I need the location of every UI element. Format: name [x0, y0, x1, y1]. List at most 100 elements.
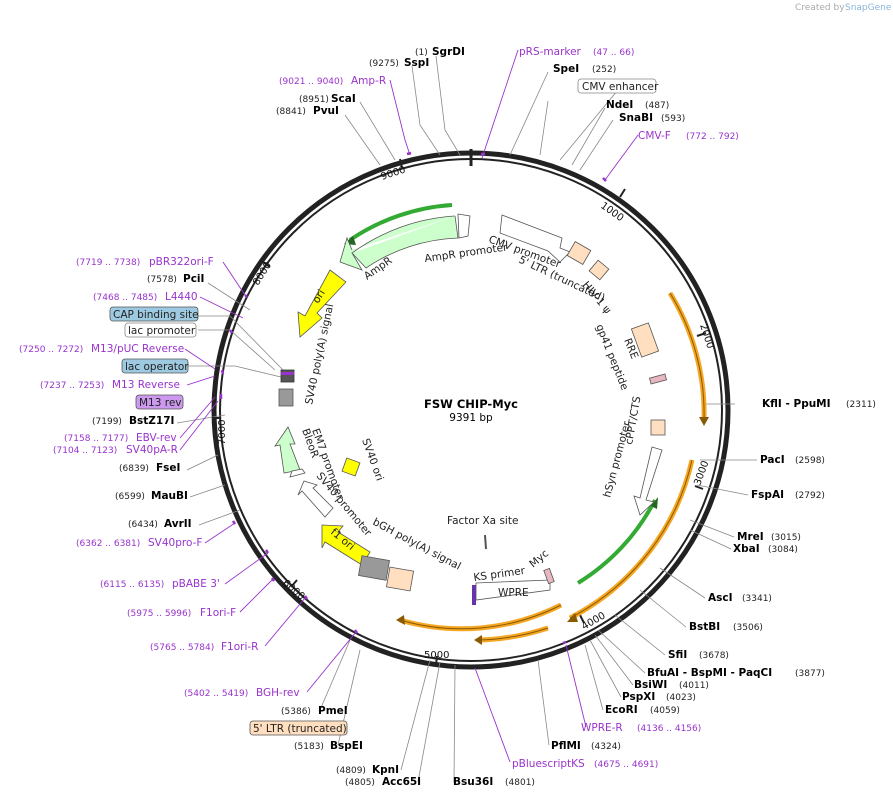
primer-pos: (7158 .. 7177) — [64, 434, 128, 444]
enzyme-name: BfuAI - BspMI - PaqCI — [647, 667, 772, 679]
enzyme-name: SspI — [404, 57, 429, 69]
primer-pos: (772 .. 792) — [686, 132, 739, 142]
primer-name: SV40pro-F — [148, 537, 202, 549]
primer-name: CMV-F — [638, 130, 671, 142]
enzyme-pos: (4023) — [666, 693, 696, 703]
enzyme-name: PspXI — [622, 691, 655, 703]
tick-3000: 3000 — [692, 459, 711, 487]
gp41-box — [649, 373, 667, 385]
enzyme-name: BstBI — [689, 621, 720, 633]
primer-name: pRS-marker — [519, 46, 582, 58]
enzyme-pos: (6599) — [115, 492, 145, 502]
enzyme-pos: (9275) — [369, 59, 399, 69]
primer-name: pBluescriptKS — [512, 758, 585, 770]
ltr-box — [566, 241, 592, 265]
primer-name: EBV-rev — [136, 432, 177, 444]
sv40-promoter-arrow — [297, 480, 334, 518]
enzyme-pos: (252) — [592, 65, 616, 75]
leader-lines — [176, 55, 757, 784]
primer-pos: (47 .. 66) — [593, 48, 634, 58]
ltr3-box — [385, 566, 415, 592]
enzyme-pos: (4809) — [336, 766, 366, 776]
primer-name: WPRE-R — [581, 722, 623, 734]
enzyme-pos: (8951) — [299, 95, 329, 105]
enzyme-name: KpnI — [372, 764, 399, 776]
enzyme-name: PciI — [183, 273, 204, 285]
label-factorxa: Factor Xa site — [447, 515, 518, 527]
enzyme-pos: (3015) — [771, 533, 801, 543]
green-arcs — [344, 203, 658, 585]
enzyme-pos: (4324) — [591, 742, 621, 752]
ampr-promoter-arrow — [457, 213, 471, 239]
enzyme-name: EcoRI — [605, 704, 638, 716]
position-ticks — [212, 158, 707, 666]
label-hiv: HIV-1 ψ — [580, 279, 614, 316]
enzyme-pos: (6839) — [119, 464, 149, 474]
label-hsyn: hSyn promoter — [601, 419, 633, 498]
label-gp41: gp41 peptide — [593, 323, 630, 392]
rre-box — [630, 322, 660, 358]
enzyme-pos: (4011) — [679, 681, 709, 691]
enzyme-pos: (3341) — [742, 594, 772, 604]
primer-pos: (5975 .. 5996) — [127, 609, 191, 619]
label-myc: Myc — [527, 547, 551, 570]
enzyme-name: PflMI — [551, 740, 581, 752]
enzyme-labels: (1) SgrDI (9275) SspI SpeI (252) NdeI (4… — [92, 46, 876, 788]
sv40-ori-box — [341, 457, 361, 477]
enzyme-name: SgrDI — [432, 46, 465, 58]
primer-name: M13/pUC Reverse — [91, 343, 184, 355]
enzyme-name: KflI - PpuMI — [762, 398, 831, 410]
primer-marks — [219, 151, 607, 645]
enzyme-name: AvrII — [164, 518, 192, 530]
enzyme-pos: (2598) — [795, 456, 825, 466]
label-cap: CAP binding site — [113, 309, 199, 321]
enzyme-name: MauBI — [151, 490, 188, 502]
enzyme-name: BspEI — [330, 740, 363, 752]
tick-7000: 7000 — [217, 420, 228, 445]
myc-box — [543, 567, 555, 585]
enzyme-pos: (8841) — [276, 107, 306, 117]
outer-feature-arcs — [396, 291, 709, 645]
ampr-arrow-body — [351, 215, 459, 269]
enzyme-pos: (3084) — [768, 545, 798, 555]
label-ltr-truncated: 5' LTR (truncated) — [253, 723, 347, 735]
bleor-arrow — [274, 426, 301, 474]
label-m13rev: M13 rev — [139, 397, 182, 409]
enzyme-name: SnaBI — [619, 112, 653, 124]
primer-name: L4440 — [165, 291, 198, 303]
primer-name: Amp-R — [351, 75, 386, 87]
enzyme-pos: (5183) — [294, 742, 324, 752]
enzyme-name: FseI — [156, 462, 180, 474]
credit-text: Created by — [795, 3, 845, 13]
enzyme-name: AscI — [708, 592, 733, 604]
enzyme-name: MreI — [737, 531, 764, 543]
primer-labels: pRS-marker (47 .. 66) (9021 .. 9040) Amp… — [19, 46, 739, 770]
sv40-polya-box — [278, 388, 294, 407]
label-wpre: WPRE — [498, 587, 529, 599]
primer-pos: (9021 .. 9040) — [279, 77, 343, 87]
primer-name: M13 Reverse — [112, 379, 180, 391]
enzyme-name: XbaI — [733, 543, 760, 555]
enzyme-pos: (3678) — [699, 651, 729, 661]
primer-pos: (6362 .. 6381) — [76, 539, 140, 549]
primer-pos: (5765 .. 5784) — [150, 643, 214, 653]
primer-name: pBABE 3' — [172, 578, 220, 590]
enzyme-pos: (6434) — [128, 520, 158, 530]
enzyme-pos: (1) — [415, 48, 428, 58]
enzyme-name: SpeI — [553, 63, 579, 75]
plasmid-name: FSW CHIP-Myc — [424, 397, 518, 411]
enzyme-pos: (3506) — [733, 623, 763, 633]
primer-pos: (4136 .. 4156) — [637, 724, 701, 734]
factor-xa-mark — [484, 534, 487, 550]
tick-5000: 5000 — [424, 650, 449, 661]
enzyme-name: FspAI — [751, 489, 784, 501]
enzyme-name: SfiI — [668, 649, 687, 661]
snapgene-logo: SnapGene — [845, 3, 892, 13]
enzyme-name: ScaI — [331, 93, 356, 105]
enzyme-name: Acc65I — [382, 776, 421, 788]
lac-marker-box — [280, 369, 295, 383]
bgh-box — [358, 555, 390, 581]
enzyme-pos: (7578) — [147, 275, 177, 285]
enzyme-name: PacI — [760, 454, 785, 466]
